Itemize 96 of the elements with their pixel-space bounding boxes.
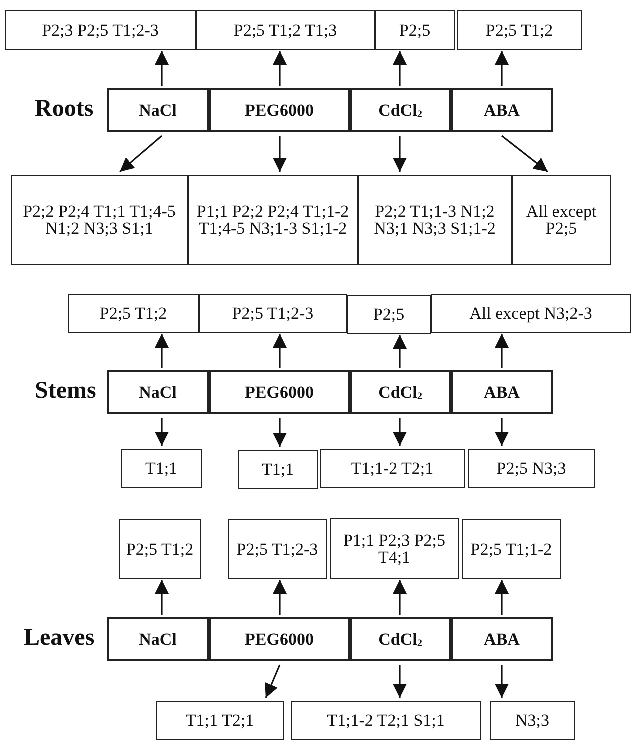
result-box [119,519,201,579]
treatment-box [209,370,350,414]
result-box [238,450,318,489]
node-text: NaCl [138,384,178,400]
arrow [155,51,169,86]
node-text: NaCl [138,102,178,118]
arrow [502,135,548,173]
node-text: CdCl$_{2}$ [378,630,424,648]
treatment-box [209,88,350,132]
arrow [273,418,287,447]
node-text: All except N3;2-3 [468,305,594,322]
node-text: P2;5 T1;2-3 [231,305,315,322]
arrow [495,580,509,615]
node-text: T1;1-2 T2;1 S1;1 [326,712,446,729]
node-text: ABA [483,384,521,400]
node-text: NaCl [138,630,178,648]
result-box [490,701,575,740]
arrow [495,334,509,368]
result-box [358,175,512,265]
arrow [119,135,163,173]
arrow [393,580,407,615]
node-text: T1;1 [260,461,296,478]
treatment-box [350,617,451,661]
node-text: PEG6000 [244,384,315,400]
arrow [265,664,281,698]
arrow [495,665,509,698]
treatment-box [451,88,553,132]
arrow [393,136,407,172]
arrow [273,51,287,86]
result-box [330,518,459,579]
node-text: CdCl$_{2}$ [378,102,424,118]
result-box [11,175,188,265]
node-text: P2;5 T1;2-3 [236,540,320,558]
section-label: Roots [35,96,94,123]
node-text: P2;2 T1;1-3 N1;2 N3;1 N3;3 S1;1-2 [373,203,497,237]
result-box [320,449,465,488]
result-box [347,295,431,334]
node-text: P1;1 P2;3 P2;5 T4;1 [342,532,447,566]
treatment-box [350,370,451,414]
node-text: CdCl$_{2}$ [378,384,424,400]
result-box [5,10,196,50]
arrow [495,51,509,86]
node-text: P2;5 [398,22,432,38]
result-box [156,701,284,740]
result-box [68,294,199,333]
section-label: Stems [35,378,96,405]
node-text: All except P2;5 [525,203,598,237]
node-text: P2;5 T1;2 T1;3 [232,22,338,38]
arrow [393,335,407,368]
node-text: PEG6000 [244,630,315,648]
node-text: P2;5 T1;1-2 [470,540,554,558]
treatment-box [451,617,553,661]
node-text: PEG6000 [244,102,315,118]
node-text: P2;5 T1;2 [125,540,195,558]
node-text: P2;5 N3;3 [496,460,568,477]
result-box [457,10,582,50]
node-text: P2;5 [372,306,406,323]
result-box [196,10,375,50]
arrow [273,136,287,172]
result-box [375,10,455,50]
treatment-box [451,370,553,414]
arrow [393,418,407,446]
node-text: P1;1 P2;2 P2;4 T1;1-2 T1;4-5 N3;1-3 S1;1-2 [196,203,350,237]
treatment-box [209,617,350,661]
arrow [155,334,169,368]
arrow [155,580,169,615]
arrow [155,418,169,446]
arrow [393,665,407,698]
result-box [462,519,561,579]
result-box [121,449,202,488]
node-text: T1;1-2 T2;1 [350,460,435,477]
result-box [228,519,327,579]
node-text: N3;3 [514,712,550,729]
node-text: P2;2 P2;4 T1;1 T1;4-5 N1;2 N3;3 S1;1 [22,203,177,237]
result-box [291,701,481,740]
arrow [273,580,287,615]
result-box [199,294,347,333]
treatment-box [107,617,209,661]
treatment-box [350,88,451,132]
arrow [393,51,407,86]
node-text: ABA [483,630,521,648]
node-text: P2;5 T1;2 [98,305,168,322]
result-box [431,294,631,333]
node-text: P2;5 T1;2 [484,22,554,38]
node-text: P2;3 P2;5 T1;2-3 [41,22,160,38]
node-text: T1;1 [144,460,179,477]
result-box [512,175,611,265]
arrow [273,334,287,368]
node-text: ABA [483,102,521,118]
result-box [468,449,595,488]
treatment-box [107,370,209,414]
result-box [188,175,358,265]
section-label: Leaves [24,625,95,652]
arrow [495,418,509,446]
treatment-box [107,88,209,132]
node-text: T1;1 T2;1 [184,712,256,729]
